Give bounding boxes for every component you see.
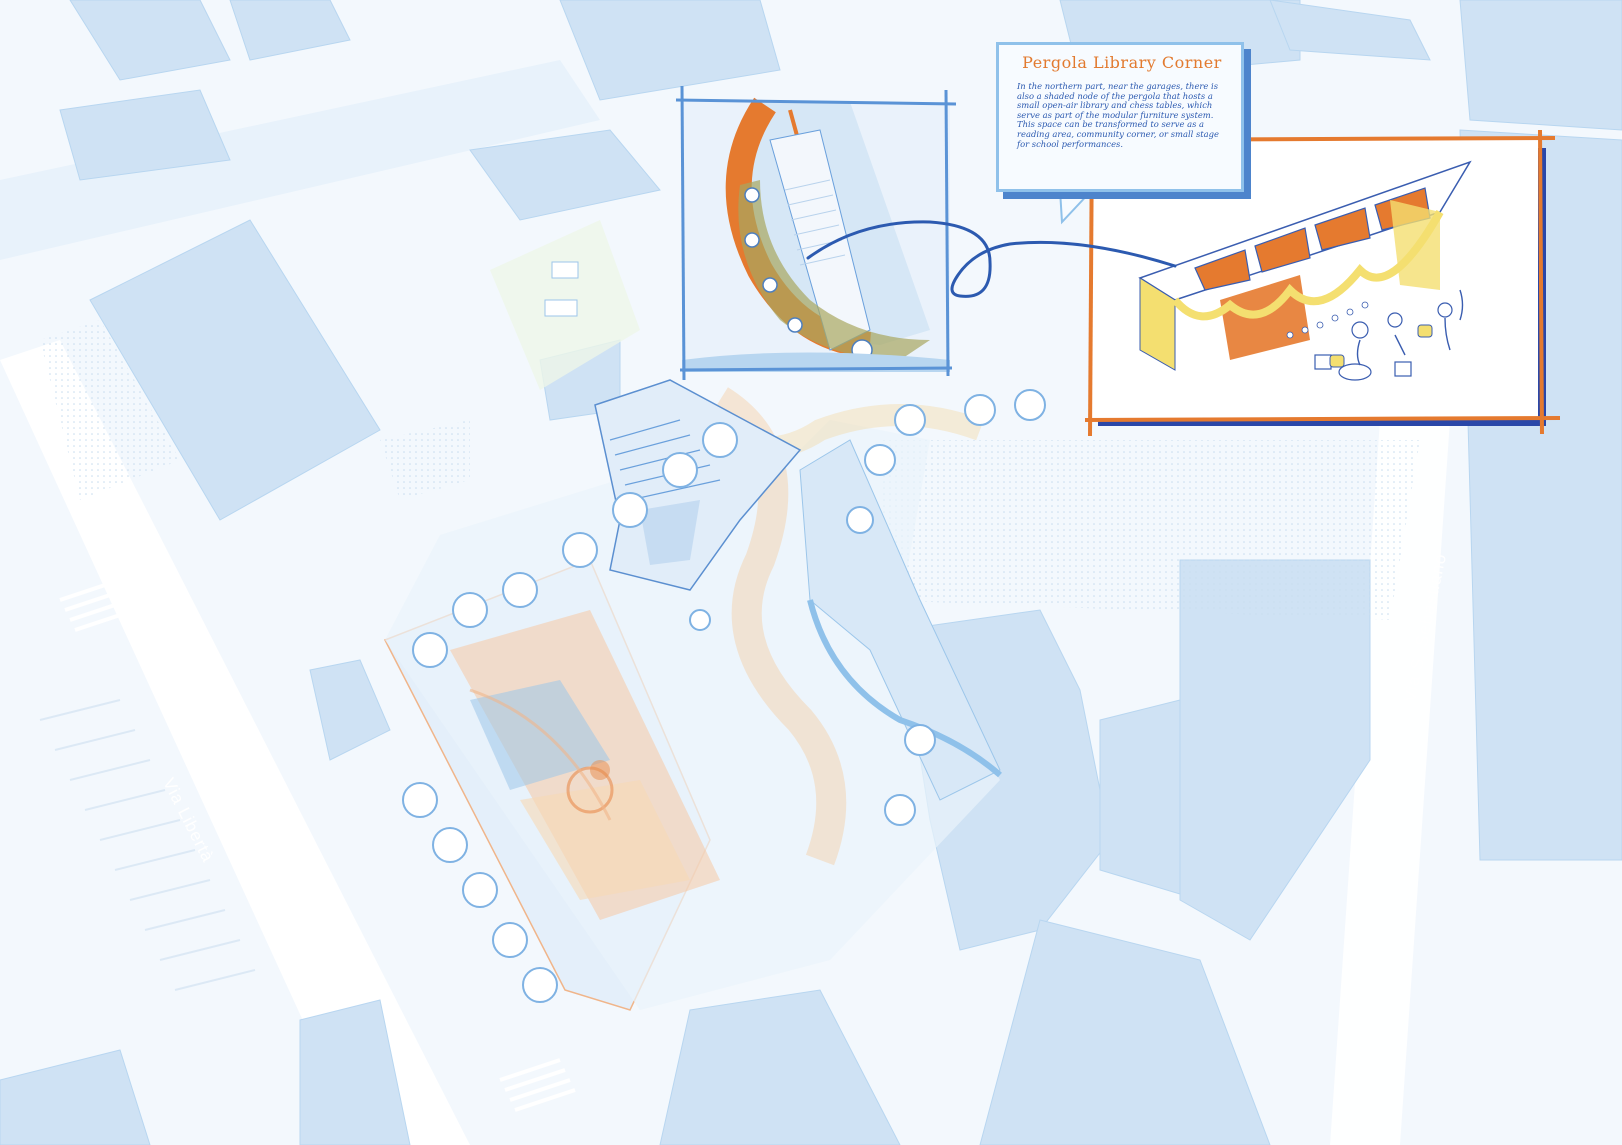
callout-body: In the northern part, near the garages, … — [1017, 81, 1219, 149]
crosswalks — [59, 568, 576, 1112]
info-callout: Pergola Library Corner In the northern p… — [996, 42, 1244, 192]
parking-stripes — [39, 699, 256, 991]
pergola-perspective-inset — [1079, 127, 1561, 437]
pergola-plan-inset — [675, 85, 957, 381]
callout-title: Pergola Library Corner — [1022, 53, 1222, 72]
callout-pointer — [1058, 189, 1095, 225]
north-plaza — [490, 220, 640, 390]
connector-line — [806, 220, 1177, 298]
street-network — [0, 60, 1450, 1145]
trees — [402, 389, 1046, 1003]
dotted-surfaces — [40, 320, 1420, 620]
